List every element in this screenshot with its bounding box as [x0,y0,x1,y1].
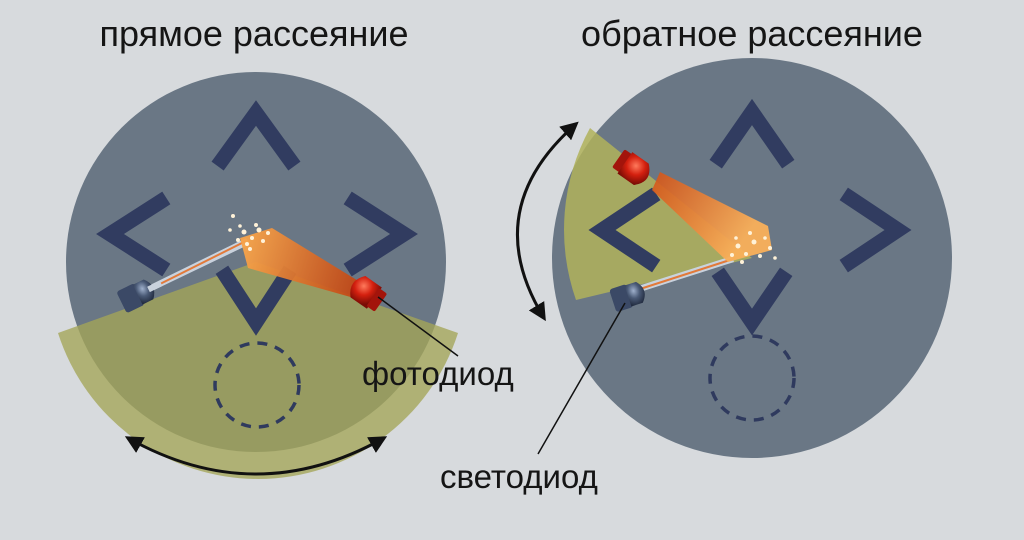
forward-led-emitter [117,279,163,313]
backward-scatter-cone [652,172,772,262]
forward-chevrons [96,100,418,336]
backward-led-emitter [609,281,645,312]
backward-scattering-title: обратное рассеяние [581,13,923,54]
backward-detection-sector [564,128,752,300]
led-callout-line [537,302,626,455]
chevron-up-icon [211,100,301,171]
backward-chevrons [588,98,912,336]
backward-photodiode [612,150,650,185]
chevron-right-icon [343,191,418,277]
chevron-left-icon [96,191,171,277]
backward-rotation-arrow [516,121,579,322]
forward-photodiode [350,276,387,311]
chevron-right-icon [839,187,912,273]
chevron-left-icon [588,187,661,273]
chevron-up-icon [709,98,795,169]
forward-scattering-panel [58,72,458,479]
backward-cuvette-outline [708,334,796,422]
forward-cuvette-outline [213,341,301,429]
backward-scattering-panel [516,58,952,458]
backward-particles [730,231,777,264]
forward-scatter-cone [240,228,360,298]
led-label: светодиод [440,458,598,495]
forward-detection-sector [58,262,458,479]
photodiode-callout-line [377,296,459,357]
forward-particles [228,214,270,251]
chevron-down-icon [215,265,297,336]
forward-scattering-title: прямое рассеяние [100,13,409,54]
forward-rotation-arrow [124,436,388,476]
chevron-down-icon [711,267,793,336]
photodiode-label: фотодиод [362,355,514,392]
